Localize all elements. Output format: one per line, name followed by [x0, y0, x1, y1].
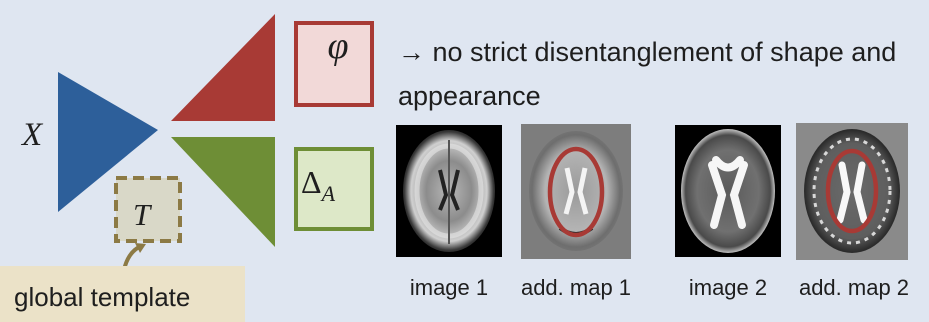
- additive-map-2: [796, 123, 908, 260]
- template-label: T: [133, 197, 151, 232]
- shape-decoder-triangle: [171, 14, 275, 121]
- caption-image-1: image 1: [409, 275, 489, 300]
- delta-box: [294, 147, 374, 231]
- phi-box: [294, 21, 374, 107]
- template-box: [114, 176, 182, 243]
- delta-label: ΔA: [301, 164, 335, 207]
- highlight-ellipse-2: [825, 148, 879, 234]
- template-caption: global template: [14, 282, 191, 312]
- template-caption-box: [0, 266, 245, 322]
- caption-add-map-2: add. map 2: [798, 275, 910, 300]
- brain-image-1: [396, 125, 502, 257]
- note-text: → no strict disentanglement of shape and…: [398, 37, 897, 111]
- appearance-decoder-triangle: [171, 137, 275, 247]
- encoder-triangle: [58, 72, 158, 212]
- brain-image-2: [675, 125, 781, 257]
- phi-label: φ: [327, 25, 349, 67]
- template-arrow-head: [135, 243, 146, 253]
- delta-subscript: A: [321, 181, 336, 206]
- input-label: X: [22, 117, 43, 153]
- delta-symbol: Δ: [301, 164, 322, 200]
- caption-add-map-1: add. map 1: [520, 275, 632, 300]
- additive-map-1: [521, 124, 631, 259]
- caption-image-2: image 2: [688, 275, 768, 300]
- highlight-ellipse-1: [547, 146, 605, 238]
